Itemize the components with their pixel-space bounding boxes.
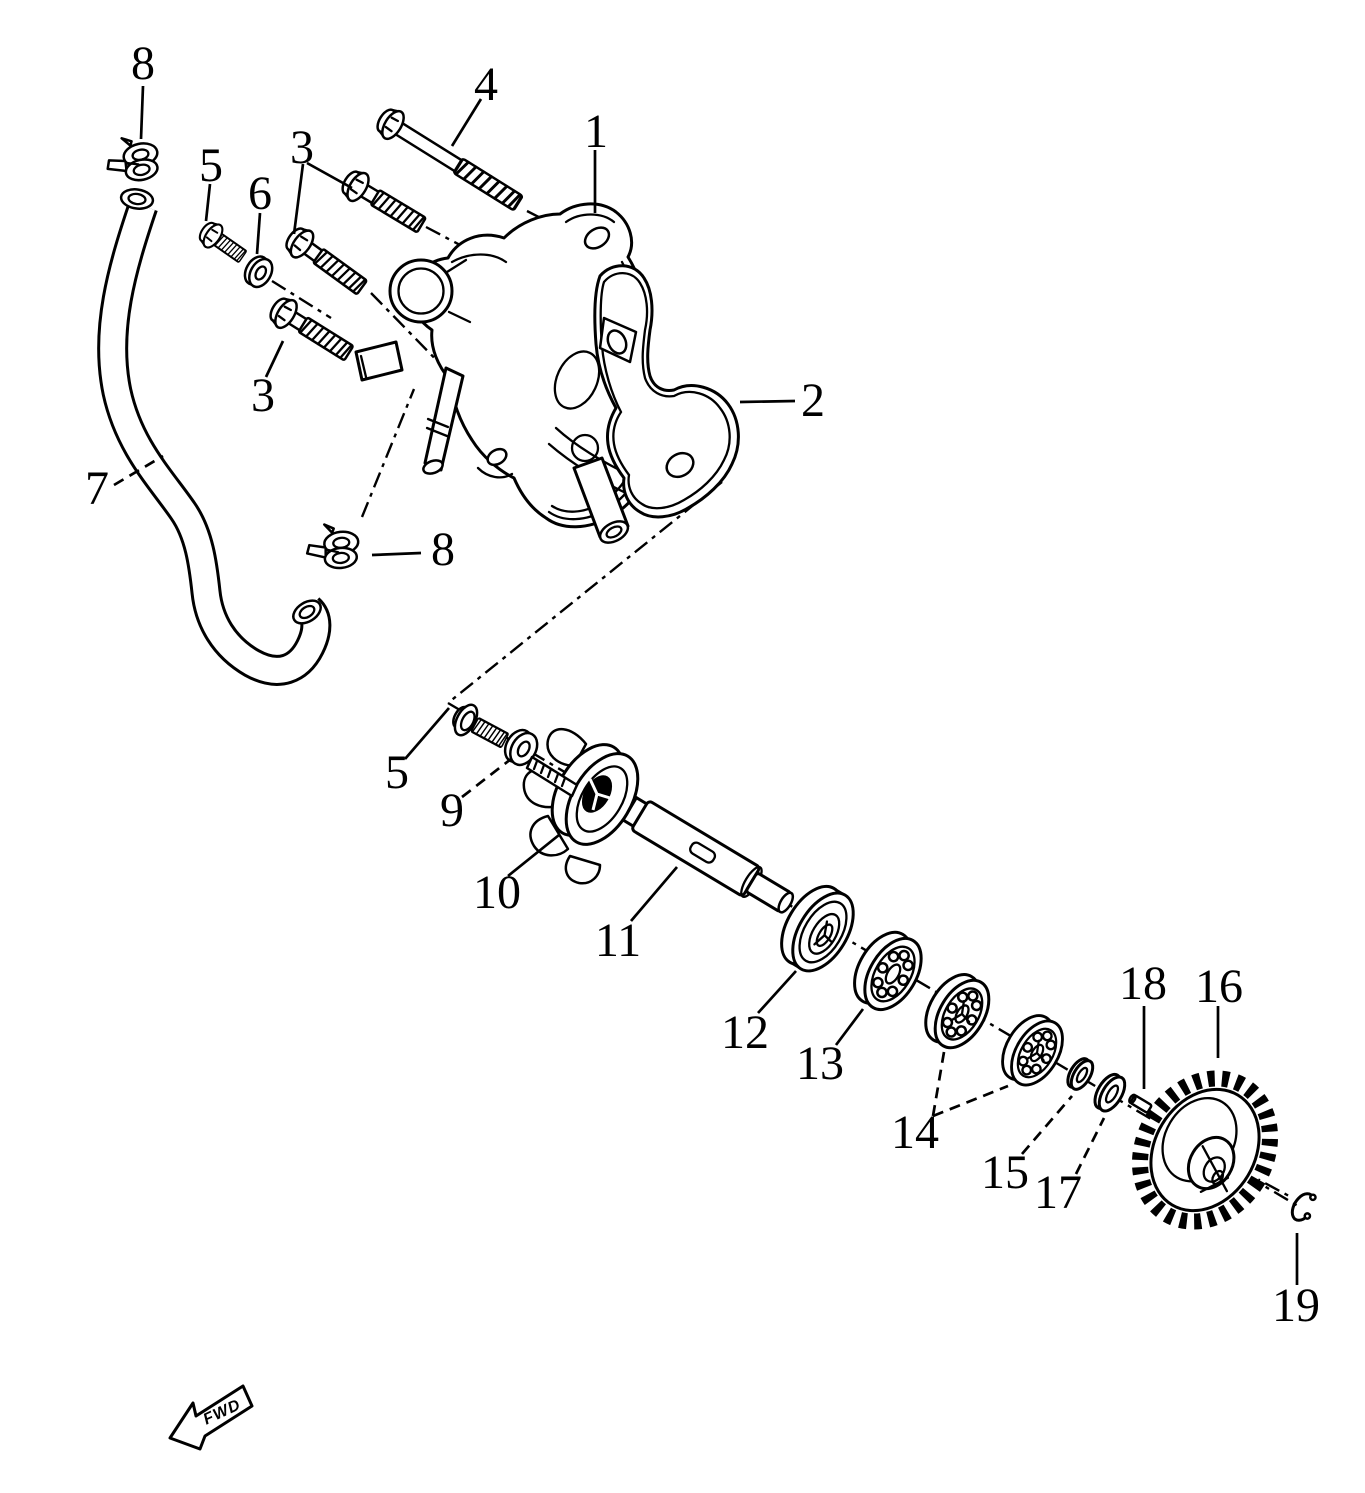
housing-ear-hole <box>583 226 611 250</box>
gasket-hole <box>665 451 695 479</box>
leader-2 <box>739 399 796 404</box>
part-washer-small <box>1066 1057 1095 1091</box>
impeller-blade <box>564 854 602 885</box>
part-impeller-washer <box>503 728 539 767</box>
leader-8-lower <box>371 551 422 557</box>
callout-5-lower: 5 <box>385 746 409 799</box>
leader-lines <box>113 85 1299 1285</box>
callout-13: 13 <box>796 1037 844 1090</box>
axis-bolt-3b <box>370 292 495 420</box>
leader-5-lower <box>403 707 451 760</box>
leader-3-upper-b <box>292 163 305 235</box>
callout-8-upper: 8 <box>131 37 155 90</box>
leader-11 <box>629 866 679 922</box>
part-impeller <box>522 728 640 885</box>
callout-17: 17 <box>1034 1166 1082 1219</box>
callout-8-lower: 8 <box>431 523 455 576</box>
callout-2: 2 <box>801 374 825 427</box>
leader-9 <box>461 757 512 799</box>
callout-11: 11 <box>595 914 641 967</box>
callout-6: 6 <box>248 167 272 220</box>
axis-line-diagonal <box>447 481 723 704</box>
callout-16: 16 <box>1195 960 1243 1013</box>
leader-10 <box>507 833 560 878</box>
shaft-keyway <box>689 841 717 864</box>
part-washer-upper <box>243 255 274 289</box>
part-washer-flat <box>1093 1072 1127 1113</box>
leader-3-lower <box>264 340 285 378</box>
callout-labels: 8 4 1 3 5 6 3 2 7 8 5 9 10 11 12 13 14 1… <box>85 37 1320 1332</box>
leader-6 <box>255 212 262 255</box>
part-cover-gasket <box>593 264 740 519</box>
callout-3-lower: 3 <box>251 369 275 422</box>
leader-14-a <box>931 1051 946 1117</box>
callout-19: 19 <box>1272 1279 1320 1332</box>
callout-12: 12 <box>721 1006 769 1059</box>
callout-9: 9 <box>440 784 464 837</box>
callout-5-upper: 5 <box>199 139 223 192</box>
leader-5-upper <box>204 183 212 222</box>
callout-10: 10 <box>473 866 521 919</box>
impeller-threaded-stub <box>525 755 579 798</box>
part-hose <box>97 188 332 686</box>
axis-clamp-lower <box>360 388 416 518</box>
leader-12 <box>756 970 798 1014</box>
callout-4: 4 <box>474 58 498 111</box>
callout-1: 1 <box>584 105 608 158</box>
part-pump-drive-gear <box>1131 1070 1279 1230</box>
leader-3-upper-a <box>306 161 353 190</box>
leader-14-b <box>932 1084 1009 1118</box>
part-circlip <box>1290 1192 1317 1222</box>
callout-7: 7 <box>85 462 109 515</box>
axis-bolt-5a <box>271 279 332 320</box>
leader-8-upper <box>139 85 145 140</box>
callout-3-upper: 3 <box>290 121 314 174</box>
hose-end-upper <box>119 188 155 210</box>
housing-lower-ear-hole <box>486 447 508 467</box>
leader-13 <box>834 1008 865 1046</box>
leader-17 <box>1074 1117 1106 1175</box>
part-oil-seal <box>780 884 855 973</box>
leader-15 <box>1020 1095 1074 1155</box>
housing-left-stub <box>354 340 404 382</box>
part-bearing-inner <box>853 930 923 1011</box>
callout-18: 18 <box>1119 957 1167 1010</box>
leader-4 <box>450 98 483 147</box>
callout-15: 15 <box>981 1146 1029 1199</box>
leader-7 <box>113 454 164 487</box>
callout-14: 14 <box>891 1106 939 1159</box>
impeller-blade <box>529 814 570 857</box>
